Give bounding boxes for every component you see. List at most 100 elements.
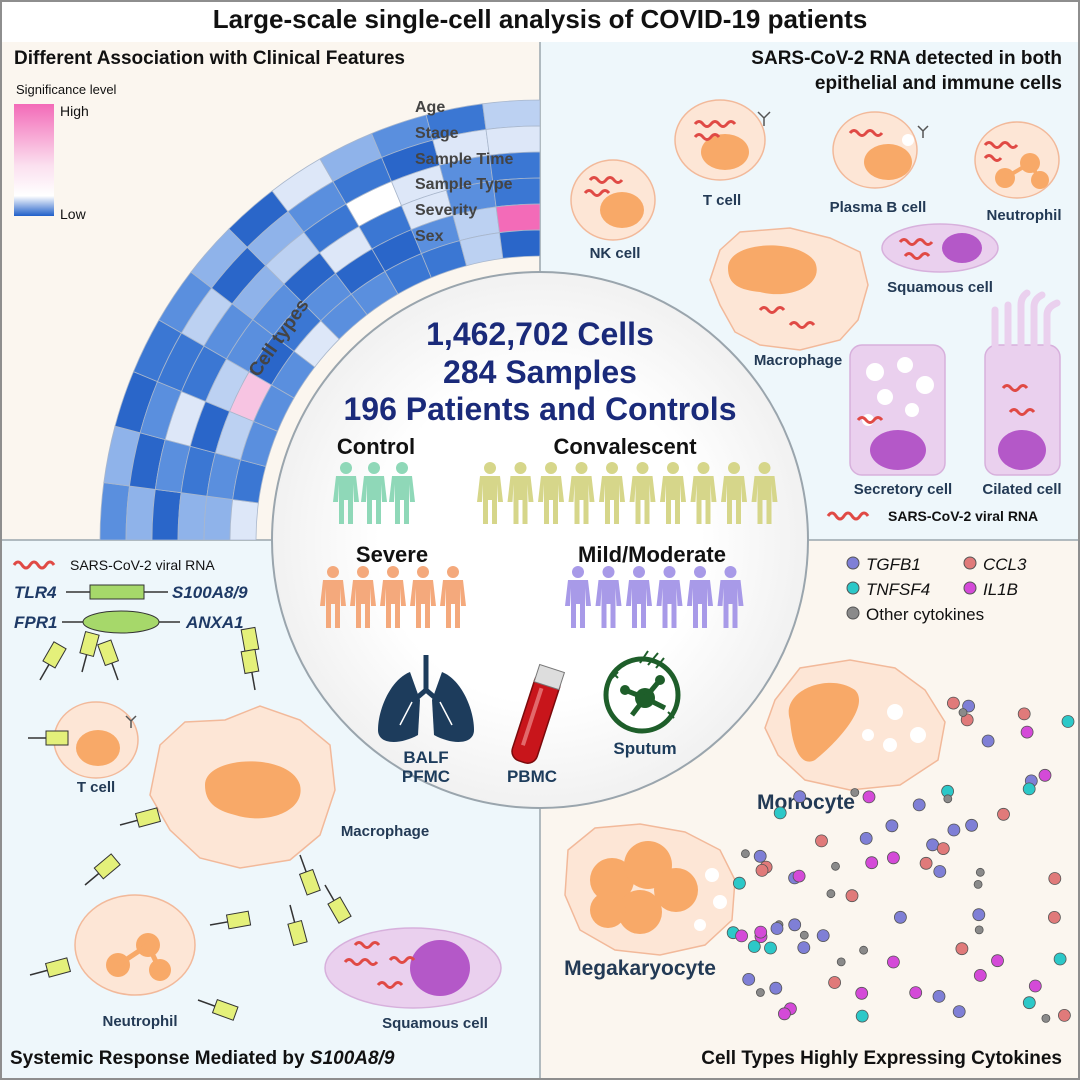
cytokine-dot [933, 865, 947, 878]
cytokine-dot [1048, 872, 1062, 885]
bl-title: Systemic Response Mediated by S100A8/9 [10, 1048, 395, 1069]
cytokine-dot [894, 910, 907, 924]
rna-wave-icon [848, 129, 884, 137]
ring-label-age: Age [415, 99, 445, 116]
person-icon [751, 462, 778, 524]
cytokine-dot [1048, 911, 1061, 924]
receptor-icon [39, 641, 67, 681]
rna-wave-icon [788, 321, 816, 329]
svg-text:Megakaryocyte: Megakaryocyte [564, 957, 716, 980]
group-convalescent-label: Convalescent [553, 434, 697, 459]
cytokine-dot [735, 929, 748, 943]
cells-count: 1,462,702 Cells [426, 316, 654, 352]
person-icon [477, 462, 503, 524]
tr-title-line1: SARS-CoV-2 RNA detected in both [751, 48, 1062, 69]
person-icon [568, 462, 595, 524]
circular-heatmap [99, 99, 540, 540]
sample-pfmc: PFMC [402, 767, 450, 786]
sample-balf: BALF [403, 748, 448, 767]
person-icon [380, 566, 406, 628]
plasma-b-cell: Plasma B cell [830, 111, 929, 216]
cytokine-dot [747, 940, 761, 953]
cytokine-dot [792, 869, 806, 883]
svg-text:T cell: T cell [703, 192, 741, 209]
cytokine-dot [826, 889, 836, 899]
secretory-cell: Secretory cell [849, 344, 952, 498]
person-icon [660, 462, 686, 524]
cytokine-dot [755, 864, 769, 877]
cytokine-dot [1038, 768, 1052, 782]
rna-wave-icon [693, 120, 737, 128]
cytokine-dot [741, 849, 750, 859]
svg-text:Plasma B cell: Plasma B cell [830, 199, 927, 216]
svg-text:Cilated cell: Cilated cell [982, 481, 1061, 498]
rna-wave-icon [983, 154, 1003, 162]
svg-text:Other cytokines: Other cytokines [866, 605, 984, 624]
cytokine-dot [997, 807, 1010, 821]
ring-labels: Age Stage Sample Time Sample Type Severi… [415, 99, 514, 245]
cytokine-dot [947, 823, 961, 837]
sputum-icon [603, 650, 681, 734]
t-cell: T cell [674, 99, 771, 209]
heatmap-cell [151, 488, 182, 540]
bl-rna-legend: SARS-CoV-2 viral RNA [70, 557, 215, 573]
legend-high: High [60, 103, 89, 119]
squamous-cell: Squamous cell [881, 223, 999, 296]
cytokine-dot [919, 856, 933, 870]
person-icon [389, 462, 415, 524]
main-title: Large-scale single-cell analysis of COVI… [213, 4, 868, 34]
receptor-icon [240, 648, 260, 691]
ring-label-stage: Stage [415, 125, 459, 142]
svg-text:Secretory cell: Secretory cell [854, 481, 952, 498]
cytokine-dot [960, 713, 974, 727]
receptor-icon [79, 630, 100, 673]
macrophage-cell: Macrophage [709, 227, 869, 369]
cytokine-dot [815, 834, 828, 848]
receptor-icons [28, 626, 352, 1021]
receptor-icon [29, 957, 72, 978]
heatmap-cell [125, 485, 156, 540]
legend-low: Low [60, 206, 87, 222]
person-icon [690, 462, 717, 524]
cytokine-dot [836, 957, 846, 967]
nk-cell: NK cell [570, 159, 656, 262]
person-icon [595, 566, 622, 628]
cytokine-dot [974, 925, 984, 935]
rna-wave-icon [693, 133, 721, 141]
sample-pbmc: PBMC [507, 767, 557, 786]
rna-wave-icon [1001, 384, 1029, 392]
receptor-icon [84, 853, 121, 886]
person-icon [410, 566, 436, 628]
person-icon [440, 566, 466, 628]
receptor-icon [298, 854, 321, 896]
heatmap-cell [99, 482, 130, 540]
rna-wave-icon [12, 560, 56, 570]
heatmap-cell [229, 499, 259, 540]
cytokine-dot [742, 973, 756, 986]
gene-anxa1: ANXA1 [185, 613, 244, 632]
significance-legend-bar [14, 104, 54, 216]
rna-wave-icon [1008, 408, 1036, 416]
cytokine-dot [973, 880, 983, 889]
cytokine-dot [912, 798, 926, 812]
person-icon [626, 566, 652, 628]
svg-text:Neutrophil: Neutrophil [103, 1013, 178, 1030]
cytokine-dot [855, 1009, 869, 1023]
receptor-icon [119, 807, 162, 828]
cytokine-dot [1058, 1009, 1071, 1022]
patient-figures [320, 462, 778, 628]
cytokine-dot [793, 790, 807, 804]
cytokine-dot [1017, 707, 1031, 721]
cytokine-dot [981, 734, 995, 748]
cytokine-dot [865, 856, 879, 870]
group-control-label: Control [337, 434, 415, 459]
cytokine-dot [778, 1007, 791, 1021]
cytokine-dot [885, 819, 899, 833]
svg-text:Squamous cell: Squamous cell [382, 1015, 488, 1032]
person-icon [717, 566, 744, 628]
svg-text:IL1B: IL1B [983, 580, 1018, 599]
cytokine-dot [773, 806, 787, 820]
cytokine-dot [932, 990, 946, 1003]
rna-wave-icon [898, 238, 934, 246]
br-title: Cell Types Highly Expressing Cytokines [701, 1048, 1062, 1069]
